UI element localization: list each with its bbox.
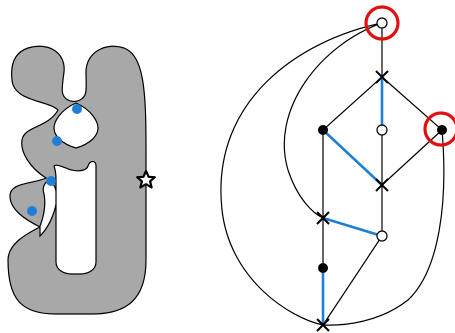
- cross-icon: [375, 70, 389, 84]
- highlighted-edge: [322, 129, 383, 186]
- filled-dot-icon: [318, 125, 328, 135]
- graph-straight-edges: [322, 23, 443, 326]
- highlight-circles: [364, 5, 455, 147]
- cross-icon: [375, 178, 389, 192]
- surface-hole-upper: [53, 102, 99, 149]
- hollow-dot-icon: [376, 230, 388, 242]
- graph-highlighted-edges: [321, 77, 384, 325]
- marked-point: [27, 206, 37, 216]
- graph-vertices: [316, 17, 447, 332]
- highlight-circle: [423, 111, 455, 147]
- cross-icon: [316, 318, 330, 332]
- marked-point: [72, 104, 82, 114]
- surface-marked-points: [27, 104, 82, 216]
- surface-notch: [53, 160, 97, 275]
- graph-edge: [381, 76, 443, 131]
- marked-point: [52, 136, 62, 146]
- highlighted-edge: [322, 216, 383, 238]
- graph-edge: [322, 76, 383, 131]
- filled-dot-icon: [437, 125, 447, 135]
- star-outline-icon: [136, 169, 156, 189]
- graph-edge: [322, 235, 383, 326]
- graph-curved-edges: [220, 22, 445, 326]
- hollow-dot-icon: [376, 17, 388, 29]
- graph-edge: [322, 129, 445, 326]
- filled-dot-icon: [318, 263, 328, 273]
- graph-edge: [283, 22, 383, 219]
- cross-icon: [316, 211, 330, 225]
- graph-panel: [220, 5, 455, 332]
- graph-edge: [220, 22, 383, 326]
- highlight-circle: [364, 5, 400, 41]
- hollow-dot-icon: [376, 124, 388, 136]
- graph-edge: [381, 129, 443, 186]
- marked-point: [46, 176, 56, 186]
- surface-panel: [7, 45, 156, 315]
